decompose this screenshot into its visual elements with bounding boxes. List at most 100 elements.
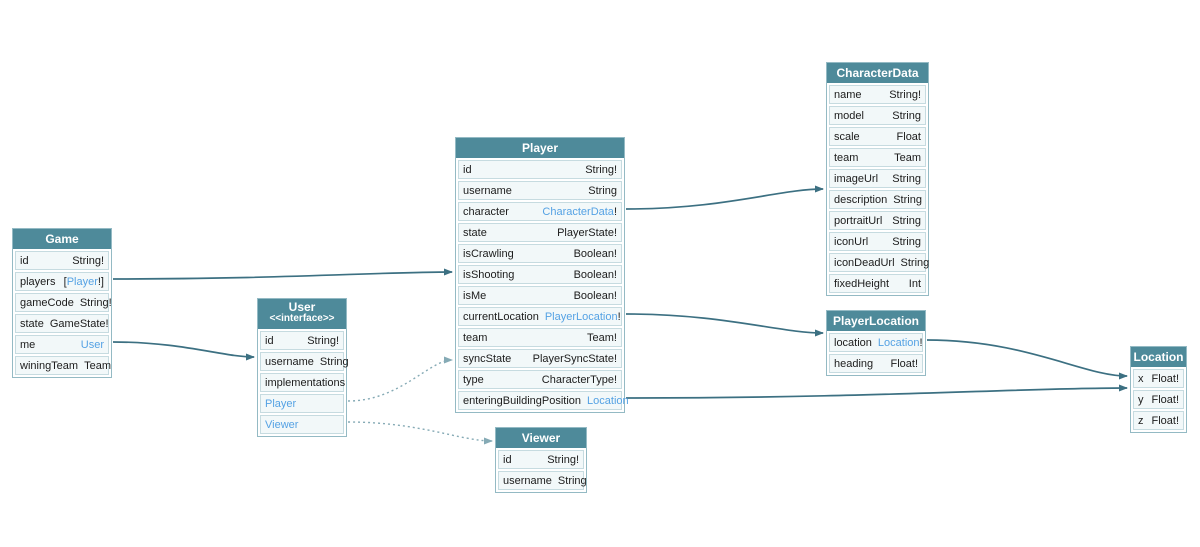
- field-type: String: [588, 185, 617, 197]
- type-text: Int: [908, 277, 921, 290]
- field-name: character: [463, 205, 509, 218]
- field-name: type: [463, 373, 484, 386]
- field-name: syncState: [463, 352, 512, 365]
- type-link-player-location[interactable]: PlayerLocation: [544, 310, 618, 323]
- type-text: !]: [97, 275, 104, 288]
- type-text: String!: [585, 163, 617, 176]
- field-name: team: [834, 151, 859, 164]
- field-type: PlayerLocation!: [545, 311, 621, 323]
- edge-user-player-to-player: [347, 356, 453, 402]
- type-link-player[interactable]: Player: [66, 275, 98, 288]
- field-row-player-character[interactable]: character CharacterData!: [458, 202, 622, 221]
- field-row-player-is-crawling[interactable]: isCrawling Boolean!: [458, 244, 622, 263]
- field-type: String: [892, 215, 921, 227]
- type-text: !: [617, 310, 621, 323]
- implementation-link[interactable]: Viewer: [265, 418, 299, 431]
- field-name: scale: [834, 130, 860, 143]
- type-link-location[interactable]: Location: [877, 336, 920, 349]
- field-name: isCrawling: [463, 247, 514, 260]
- type-text: String: [892, 214, 921, 227]
- field-type: String: [893, 194, 922, 206]
- field-type: String!: [72, 255, 104, 267]
- field-name: iconUrl: [834, 235, 869, 248]
- field-type: Float!: [1151, 373, 1179, 385]
- table-header-viewer[interactable]: Viewer: [496, 428, 586, 448]
- field-row-player-id[interactable]: id String!: [458, 160, 622, 179]
- field-name: username: [503, 474, 552, 487]
- type-link-character-data[interactable]: CharacterData: [542, 205, 614, 218]
- field-name: id: [463, 163, 472, 176]
- type-text: PlayerState!: [557, 226, 617, 239]
- implementation-link[interactable]: Player: [265, 397, 297, 410]
- field-name: iconDeadUrl: [834, 256, 895, 269]
- field-type: String: [320, 356, 349, 368]
- type-text: Boolean!: [573, 247, 617, 260]
- field-row-viewer-username[interactable]: username String: [498, 471, 587, 490]
- table-title: User: [288, 300, 316, 314]
- edge-player-current-location-to-player-location: [625, 313, 824, 337]
- type-text: String!: [72, 254, 104, 267]
- table-header-game[interactable]: Game: [13, 229, 111, 249]
- type-text: PlayerSyncState!: [532, 352, 617, 365]
- table-header-user[interactable]: User<<interface>>: [258, 299, 346, 329]
- type-text: !: [613, 205, 617, 218]
- table-header-player[interactable]: Player: [456, 138, 624, 158]
- type-link-user[interactable]: User: [80, 338, 104, 351]
- type-text: Team: [84, 359, 111, 372]
- type-link-location[interactable]: Location: [587, 394, 629, 407]
- table-header-location[interactable]: Location: [1131, 347, 1186, 367]
- field-row-game-players[interactable]: players[Player!]: [15, 272, 109, 291]
- field-name: id: [265, 334, 274, 347]
- field-row-user-viewer[interactable]: Viewer: [260, 415, 344, 434]
- type-text: Float!: [1151, 372, 1179, 385]
- edge-player-location-location-to-location: [926, 339, 1128, 380]
- field-type: GameState!: [50, 318, 109, 330]
- field-type: CharacterData!: [542, 206, 617, 218]
- field-name: y: [1138, 393, 1144, 406]
- field-row-player-sync-state[interactable]: syncState PlayerSyncState!: [458, 349, 622, 368]
- field-row-user-implementations[interactable]: implementations: [260, 373, 345, 392]
- table-header-character-data[interactable]: CharacterData: [827, 63, 928, 83]
- table-header-player-location[interactable]: PlayerLocation: [827, 311, 925, 331]
- field-row-user-player[interactable]: Player: [260, 394, 344, 413]
- type-text: String: [557, 474, 587, 487]
- field-type: Location!: [878, 337, 923, 349]
